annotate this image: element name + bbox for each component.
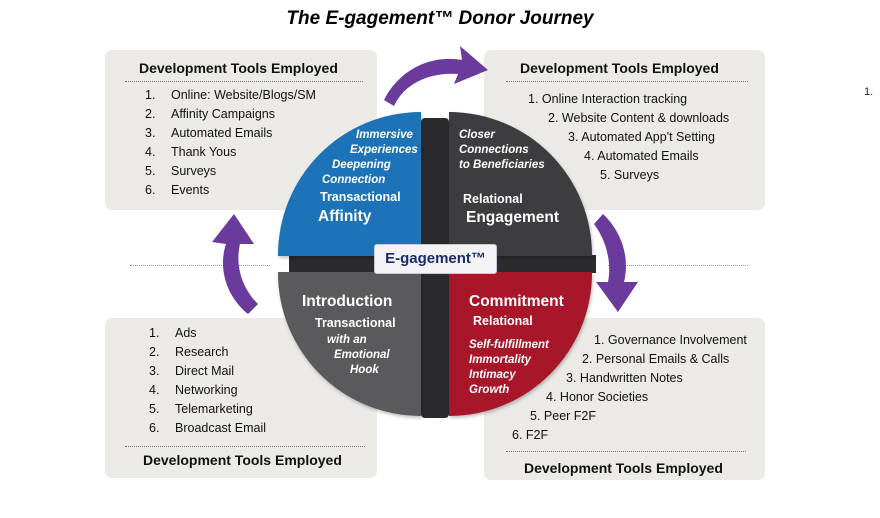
list-item: 5. Peer F2F — [530, 409, 597, 423]
center-label: E-gagement™ — [374, 244, 497, 274]
panel-divider — [125, 81, 363, 82]
panel-bottom-left: 1.Ads 2.Research 3.Direct Mail 4.Network… — [105, 318, 377, 478]
panel-heading: Development Tools Employed — [524, 460, 723, 476]
engagement-title: Engagement — [466, 209, 560, 226]
stray-list-number: 1. — [864, 86, 874, 98]
list-item: 1.Ads — [149, 326, 197, 340]
list-item: 2. Personal Emails & Calls — [582, 352, 730, 366]
panel-heading: Development Tools Employed — [139, 60, 338, 76]
quadrant-engagement — [449, 112, 593, 256]
introduction-subtitle: Transactional — [315, 316, 396, 330]
list-item: 3.Direct Mail — [149, 364, 235, 378]
engagement-italic-line: Closer — [459, 129, 495, 141]
quadrant-commitment — [449, 272, 593, 416]
panel-divider — [506, 451, 746, 452]
commitment-italic-line: Immortality — [469, 354, 531, 366]
list-item: 4. Automated Emails — [584, 149, 699, 163]
list-item: 6.Broadcast Email — [149, 421, 267, 435]
list-item: 6.Events — [145, 183, 210, 197]
panel-divider — [125, 446, 365, 447]
list-item: 2. Website Content & downloads — [548, 111, 730, 125]
panel-divider — [506, 81, 748, 82]
quadrant-introduction — [277, 272, 421, 416]
affinity-italic-line: Experiences — [350, 144, 418, 156]
panel-heading: Development Tools Employed — [143, 452, 342, 468]
guide-line-right — [608, 265, 748, 266]
engagement-subtitle: Relational — [463, 192, 523, 206]
list-item: 6. F2F — [512, 428, 549, 442]
list-item: 4. Honor Societies — [546, 390, 649, 404]
quadrant-affinity — [277, 112, 421, 256]
affinity-italic-line: Deepening — [332, 159, 391, 171]
arrow-top — [384, 46, 488, 106]
list-item: 3.Automated Emails — [145, 126, 273, 140]
guide-line-left — [130, 265, 270, 266]
list-item: 4.Networking — [149, 383, 238, 397]
list-item: 3. Handwritten Notes — [566, 371, 683, 385]
affinity-subtitle: Transactional — [320, 190, 401, 204]
affinity-italic-line: Connection — [322, 174, 386, 186]
arrow-left — [212, 214, 258, 314]
list-item: 1.Online: Website/Blogs/SM — [145, 88, 316, 102]
panel-top-right: Development Tools Employed 1. Online Int… — [484, 50, 765, 210]
introduction-italic-line: Emotional — [334, 349, 390, 361]
panel-heading: Development Tools Employed — [520, 60, 719, 76]
commitment-italic-line: Self-fulfillment — [469, 339, 549, 351]
arrow-right — [594, 214, 638, 312]
commitment-italic-line: Growth — [469, 384, 510, 396]
introduction-title: Introduction — [302, 293, 393, 310]
engagement-italic-line: to Beneficiaries — [459, 159, 545, 171]
list-item: 2.Affinity Campaigns — [145, 107, 275, 121]
affinity-title: Affinity — [318, 208, 372, 225]
commitment-title: Commitment — [469, 293, 564, 310]
list-item: 5. Surveys — [600, 168, 660, 182]
list-item: 3. Automated App't Setting — [568, 130, 715, 144]
list-item: 5.Telemarketing — [149, 402, 253, 416]
introduction-italic-line: with an — [327, 334, 367, 346]
engagement-italic-line: Connections — [459, 144, 529, 156]
affinity-italic-line: Immersive — [356, 129, 413, 141]
list-item: 2.Research — [149, 345, 229, 359]
diagram-title: The E-gagement™ Donor Journey — [286, 8, 594, 29]
list-item: 1. Online Interaction tracking — [528, 92, 688, 106]
commitment-subtitle: Relational — [473, 314, 533, 328]
list-item: 1. Governance Involvement — [594, 333, 747, 347]
list-item: 5.Surveys — [145, 164, 217, 178]
commitment-italic-line: Intimacy — [469, 369, 516, 381]
introduction-italic-line: Hook — [350, 364, 379, 376]
list-item: 4.Thank Yous — [145, 145, 237, 159]
